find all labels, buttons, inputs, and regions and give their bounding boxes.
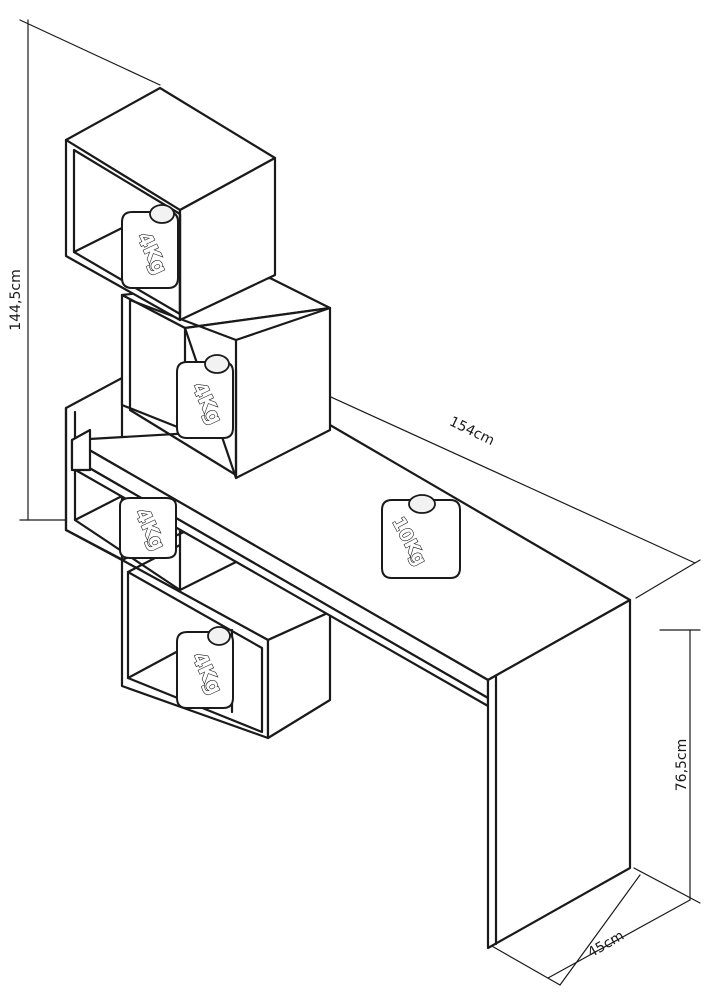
dimension-desk-height-label: 76,5cm: [674, 739, 690, 792]
weight-top: 4Kg: [121, 204, 179, 289]
dimension-height-total-label: 144,5cm: [8, 269, 24, 330]
dimension-depth-label: 45cm: [585, 928, 627, 961]
weight-lower: 4Kg: [119, 497, 177, 559]
weight-bottom: 4Kg: [176, 626, 234, 709]
dimension-width-label: 154cm: [447, 414, 497, 449]
dimension-height-total: 144,5cm: [8, 19, 161, 521]
dimension-desk-height: 76,5cm: [633, 629, 701, 904]
weight-desk: 10Kg: [381, 494, 461, 579]
weight-middle: 4Kg: [176, 354, 234, 439]
